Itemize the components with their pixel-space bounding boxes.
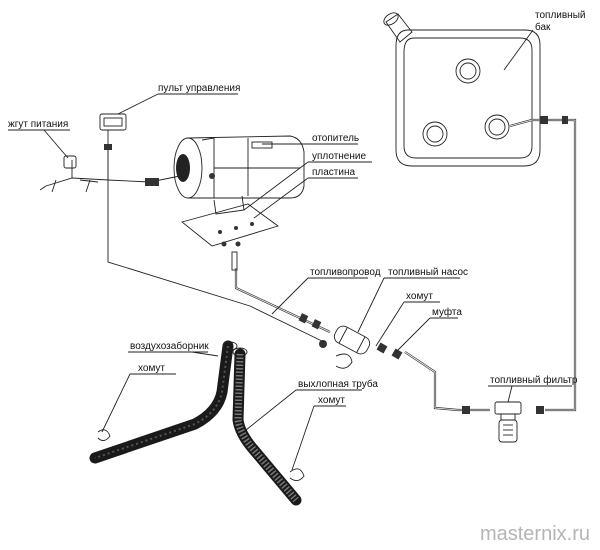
fuel-tank [383,12,541,167]
label-control-panel: пульт управления [158,83,240,94]
leader-lines [8,29,572,471]
label-clamp-exhaust: хомут [318,395,345,406]
air-intake-hose [89,340,238,464]
label-coupling: муфта [432,306,462,318]
label-air-intake: воздухозаборник [130,340,209,352]
fuel-line-route [234,116,577,414]
fuel-pump [319,325,371,369]
label-fuel-filter: топливный фильтр [490,374,578,386]
label-heater: отопитель [312,133,359,144]
label-seal: уплотнение [312,151,366,162]
heater-unit [173,135,305,271]
label-clamp-pump: хомут [406,291,433,302]
power-harness [39,150,325,343]
exhaust-pipe [232,347,305,506]
label-exhaust-pipe: выхлопная труба [298,378,378,390]
label-power-harness: жгут питания [8,119,68,130]
fuel-filter [494,401,522,443]
label-fuel-pump: топливный насос [388,267,468,278]
label-clamp-intake: хомут [138,363,165,374]
watermark: masternix.ru [480,523,590,545]
label-fuel-tank-2: бак [535,21,551,33]
control-panel [99,113,127,150]
label-plate: пластина [312,167,356,178]
label-fuel-tank-1: топливный [535,10,585,21]
label-fuel-line: топливопровод [310,267,381,278]
